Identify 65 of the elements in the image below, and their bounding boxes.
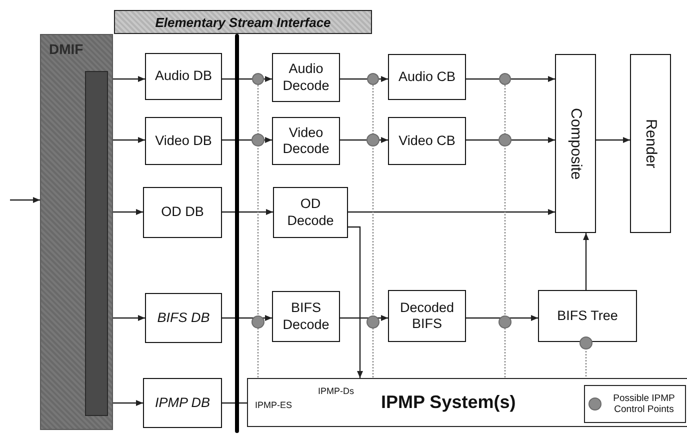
process-box — [143, 378, 222, 428]
box-label: Video DB — [155, 132, 212, 150]
box-label: OD DB — [161, 204, 204, 221]
band-label: DMIF — [49, 41, 84, 57]
arrow — [10, 197, 40, 203]
arrow — [596, 137, 630, 143]
arrow — [340, 137, 388, 143]
process-box — [538, 290, 637, 342]
arrow — [113, 76, 145, 82]
box-label: BIFS DB — [157, 310, 210, 326]
arrow — [222, 137, 272, 143]
process-box — [272, 291, 340, 342]
box-label: Audio CB — [398, 68, 456, 86]
box-label: Render — [642, 118, 660, 168]
arrow — [113, 315, 145, 321]
arrow — [511, 76, 555, 82]
arrow — [222, 209, 273, 215]
process-box — [273, 187, 348, 238]
arrow — [222, 315, 272, 321]
box-label: Composite — [566, 108, 584, 180]
system-title: IPMP System(s) — [381, 392, 516, 413]
process-box — [145, 293, 222, 343]
control-point-icon — [367, 73, 379, 85]
dotted-line — [504, 84, 506, 378]
arrow — [348, 209, 555, 215]
process-box — [145, 117, 222, 165]
arrow — [113, 209, 143, 215]
arrow — [348, 226, 363, 378]
process-box — [630, 54, 671, 233]
arrow — [113, 137, 145, 143]
arrow — [340, 315, 388, 321]
box-label: Audio Decode — [282, 61, 330, 94]
box-label: Decoded BIFS — [398, 300, 456, 332]
arrow — [466, 315, 538, 321]
dmif-band — [40, 34, 113, 430]
process-box — [388, 54, 466, 100]
box-label: Audio DB — [154, 68, 212, 85]
interface-header — [114, 10, 372, 34]
control-point-icon — [499, 73, 511, 85]
process-box — [145, 53, 222, 100]
box-label: BIFS Decode — [282, 300, 330, 333]
arrow — [379, 76, 388, 82]
control-point-icon — [252, 73, 264, 85]
header-label: Elementary Stream Interface — [155, 14, 331, 30]
dotted-line — [372, 84, 374, 378]
process-box — [143, 187, 222, 238]
system-panel — [247, 378, 687, 427]
process-box — [388, 117, 466, 165]
interface-bus-line — [235, 34, 239, 433]
box-label: BIFS Tree — [557, 308, 618, 324]
process-box — [272, 53, 340, 102]
process-box — [555, 54, 596, 233]
stream-label: IPMP-Ds — [318, 386, 354, 396]
box-label: OD Decode — [286, 196, 335, 229]
arrow — [466, 137, 555, 143]
arrow — [583, 233, 589, 290]
box-label: IPMP DB — [154, 394, 210, 412]
arrow — [264, 76, 272, 82]
arrow — [113, 400, 143, 406]
stream-label: IPMP-ES — [255, 400, 292, 410]
legend-label: Possible IPMP Control Points — [612, 392, 676, 416]
process-box — [272, 117, 340, 165]
box-label: Video Decode — [282, 124, 330, 158]
process-box — [388, 290, 466, 342]
box-label: Video CB — [398, 132, 456, 150]
